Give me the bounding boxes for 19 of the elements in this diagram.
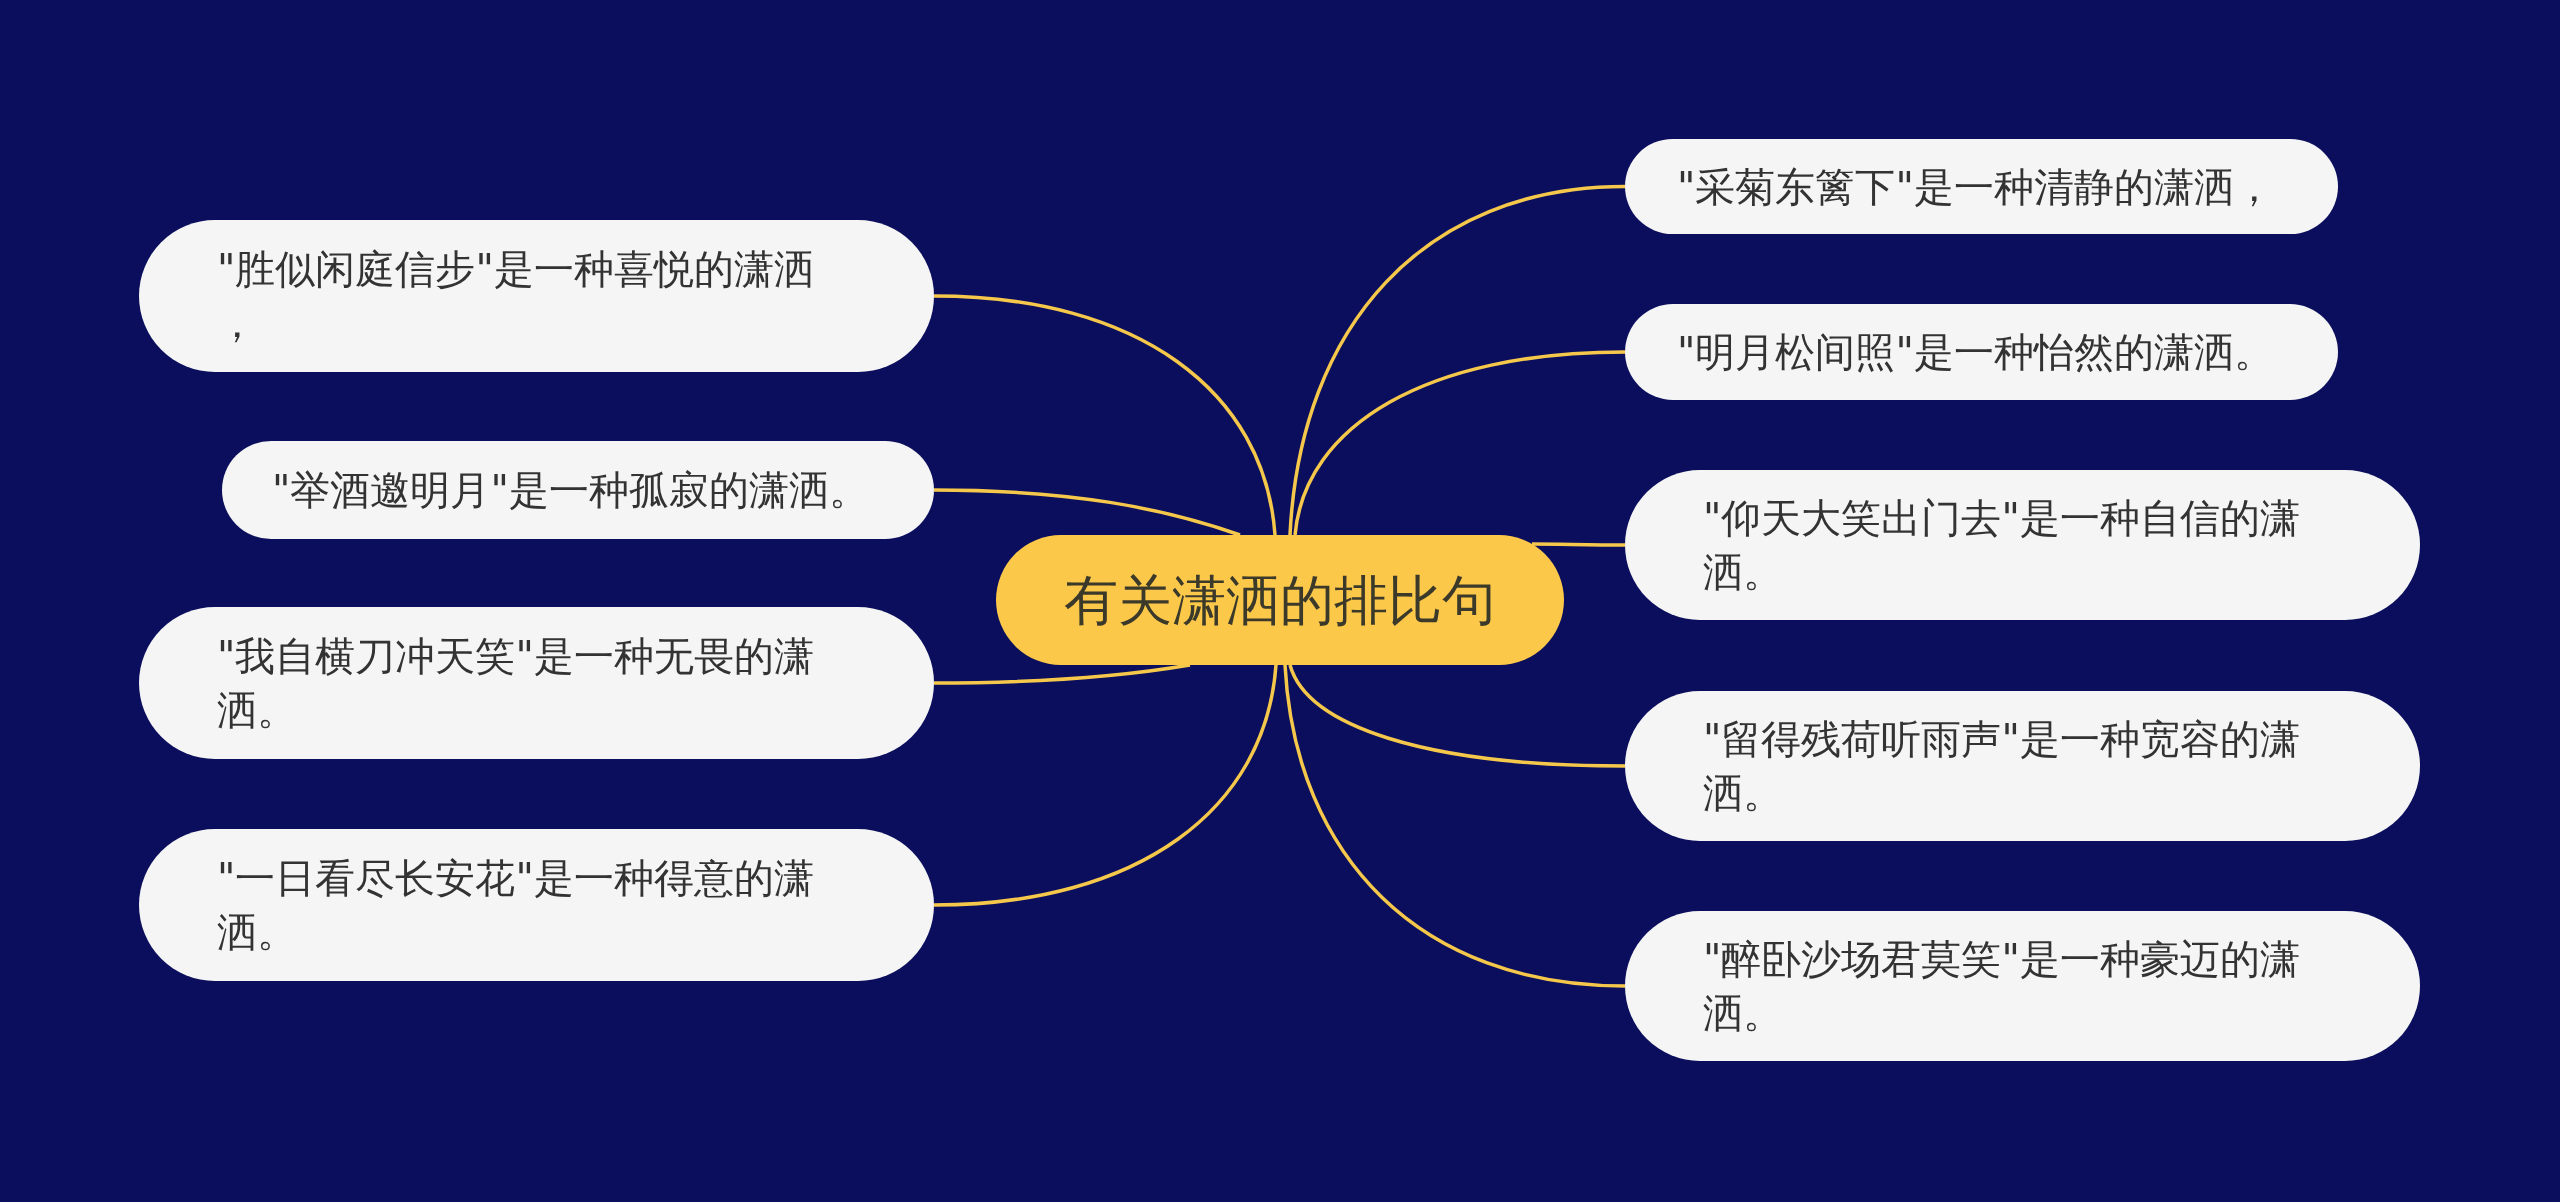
- connector-line: [933, 294, 1277, 536]
- topic-bubble: "仰天大笑出门去"是一种自信的潇洒。: [1625, 470, 2420, 620]
- connector-line: [933, 488, 1241, 537]
- central-topic: 有关潇洒的排比句: [996, 535, 1564, 665]
- topic-bubble: "留得残荷听雨声"是一种宽容的潇洒。: [1625, 691, 2420, 841]
- topic-bubble: "胜似闲庭信步"是一种喜悦的潇洒，: [139, 220, 934, 372]
- connector-line: [1293, 350, 1626, 536]
- topic-bubble: "醉卧沙场君莫笑"是一种豪迈的潇洒。: [1625, 911, 2420, 1061]
- topic-bubble: "一日看尽长安花"是一种得意的潇洒。: [139, 829, 934, 981]
- topic-bubble: "采菊东篱下"是一种清静的潇洒，: [1625, 139, 2338, 234]
- connector-line: [1288, 184, 1626, 536]
- topic-bubble: "举酒邀明月"是一种孤寂的潇洒。: [222, 441, 934, 539]
- connector-line: [934, 663, 1191, 685]
- connector-line: [1288, 664, 1626, 768]
- topic-bubble: "我自横刀冲天笑"是一种无畏的潇洒。: [139, 607, 934, 759]
- connector-line: [1532, 542, 1625, 547]
- connector-line: [1283, 664, 1626, 988]
- topic-bubble: "明月松间照"是一种怡然的潇洒。: [1625, 304, 2338, 400]
- connector-line: [933, 664, 1278, 907]
